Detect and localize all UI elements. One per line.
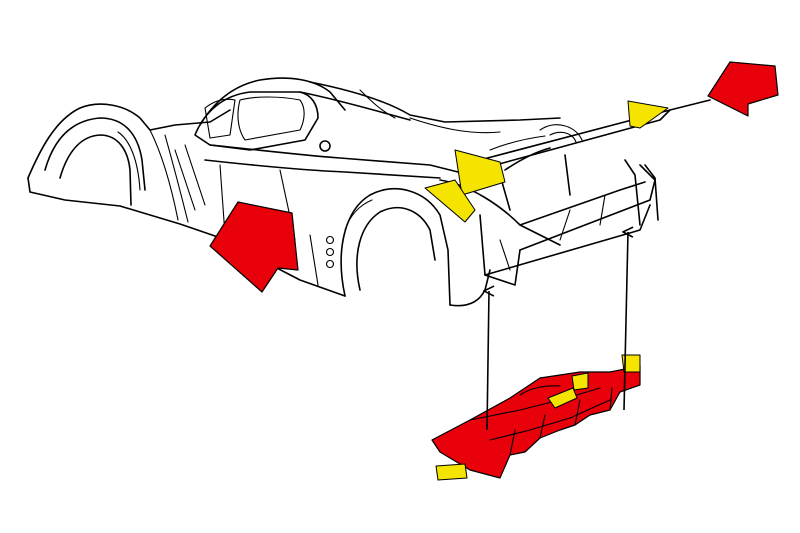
rear-diffuser — [431, 365, 641, 479]
car-body-outline — [27, 77, 711, 307]
diffuser-tab-upper — [571, 372, 589, 391]
assembly-arrows — [487, 232, 628, 431]
front-side-panel — [209, 201, 299, 293]
fuel-cap-icon — [319, 140, 331, 152]
rear-wing-endplate — [707, 61, 779, 117]
rear-wing-mount — [627, 100, 669, 129]
wing-edge-flap — [424, 179, 476, 223]
diffuser-tabs — [435, 463, 468, 481]
diffuser-tab-right — [621, 354, 641, 373]
diffuser-to-left-mount — [487, 291, 489, 431]
diffuser-tab-mid — [547, 387, 578, 409]
highlighted-parts — [209, 61, 779, 481]
rear-fender-insert — [454, 149, 506, 196]
diffuser-to-right-mount — [624, 232, 628, 411]
